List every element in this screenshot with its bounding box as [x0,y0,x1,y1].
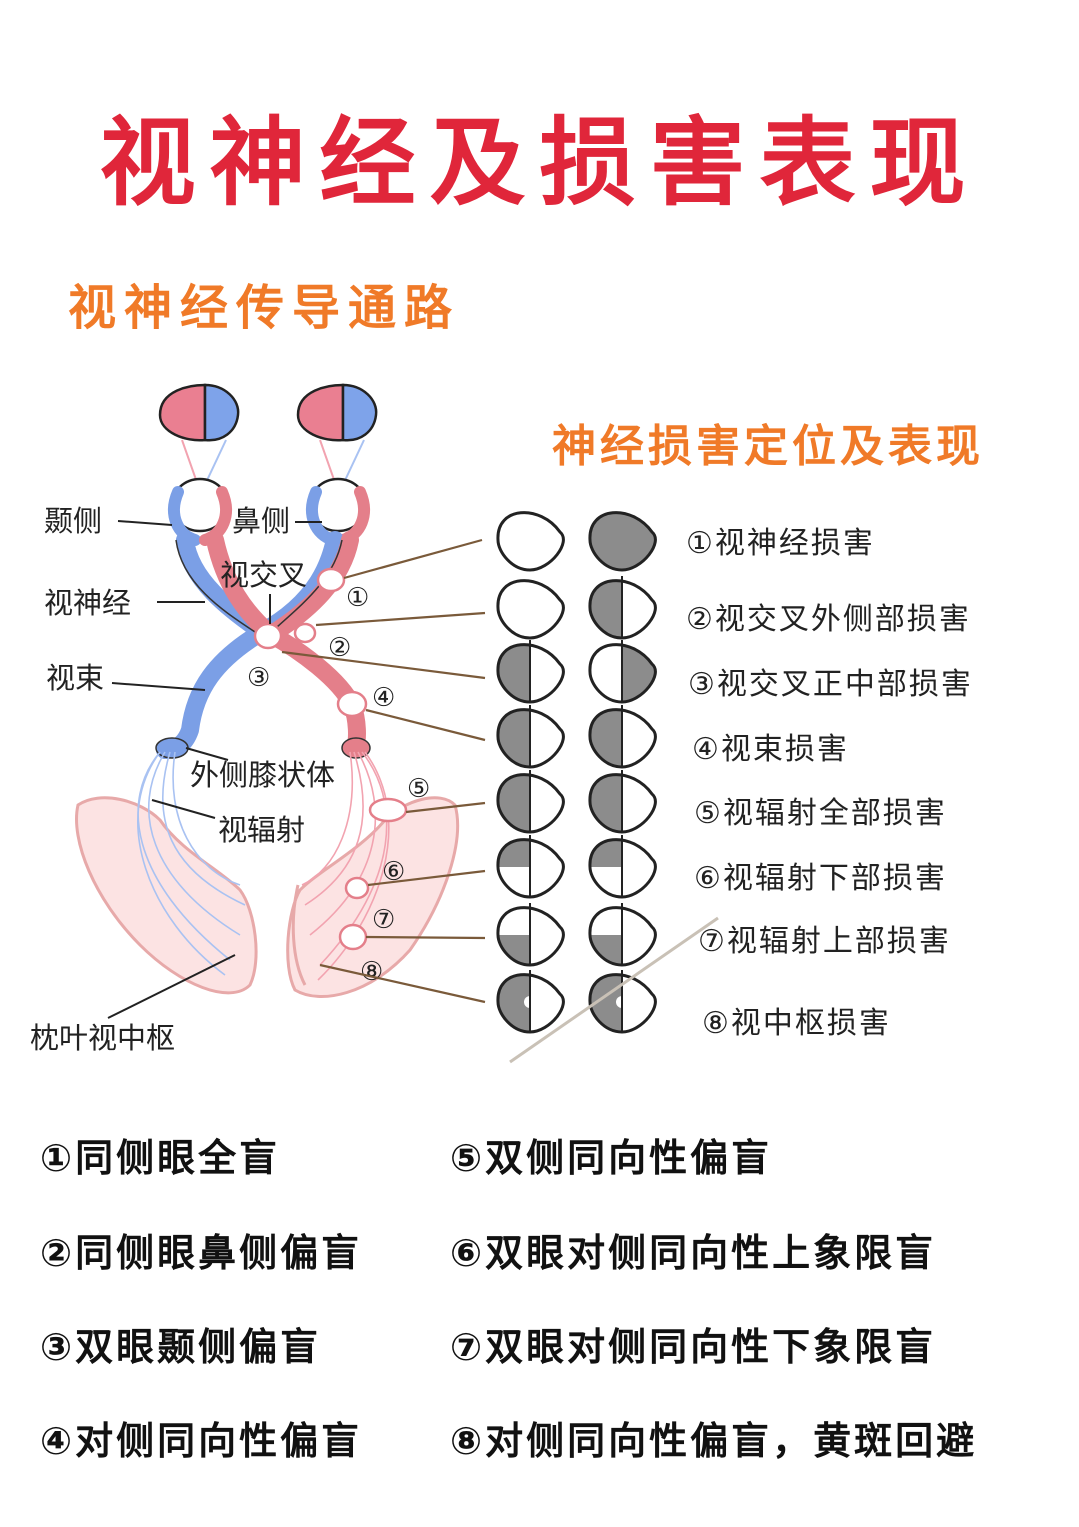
result-3: ③双眼颞侧偏盲 [40,1325,322,1369]
site-7 [338,923,368,951]
page-title: 视神经及损害表现 [99,106,980,219]
lesion-label-1: ①视神经损害 [686,526,875,561]
calcarine-fissure [291,884,307,986]
label-radiation: 视辐射 [218,813,305,847]
right-eye [296,383,378,442]
label-nasal: 鼻侧 [232,504,290,538]
lesion-label-7: ⑦视辐射上部损害 [698,924,951,959]
pathway-subtitle: 视神经传导通路 [68,280,461,336]
leader-cortex [107,954,236,1019]
label-lgb: 外侧膝状体 [190,758,335,792]
left-lgb [155,737,189,759]
site-number-7: ⑦ [372,905,395,935]
result-4: ④对侧同向性偏盲 [40,1419,363,1463]
label-chiasm: 视交叉 [220,558,307,592]
label-optic-tract: 视束 [46,661,104,695]
result-6: ⑥双眼对侧同向性上象限盲 [450,1231,937,1275]
result-1: ①同侧眼全盲 [40,1136,281,1180]
result-7: ⑦双眼对侧同向性下象限盲 [450,1325,937,1369]
site-number-1: ① [346,583,369,613]
right-lgb [341,737,371,759]
lesion-subtitle: 神经损害定位及表现 [552,421,984,472]
site-6 [344,876,370,900]
result-8: ⑧对侧同向性偏盲，黄斑回避 [450,1419,978,1463]
site-leaders [281,538,486,1004]
label-temporal: 颞侧 [44,504,102,538]
site-number-8: ⑧ [360,957,383,987]
site-number-4: ④ [372,683,395,713]
site-3 [253,622,283,650]
site-number-2: ② [328,633,351,663]
label-cortex: 枕叶视中枢 [30,1021,175,1055]
visual-fields [496,511,657,1034]
lesion-label-3: ③视交叉正中部损害 [688,667,973,702]
label-optic-nerve: 视神经 [44,586,131,620]
site-number-6: ⑥ [382,857,405,887]
pathway-outline [175,539,343,633]
lesion-label-6: ⑥视辐射下部损害 [694,861,947,896]
lesion-label-4: ④视束损害 [692,732,849,767]
result-5: ⑤双侧同向性偏盲 [450,1136,773,1180]
site-number-3: ③ [247,663,270,693]
leader-optic-tract [111,682,206,691]
pink-pathway [206,531,366,757]
site-1 [316,567,346,593]
lesion-label-8: ⑧视中枢损害 [702,1006,891,1041]
optic-pathway-diagram: ① ② ③ ④ ⑤ ⑥ ⑦ ⑧ 颞侧 鼻侧 视交叉 视神经 视束 外侧膝状体 视… [30,383,719,1064]
left-eye [158,383,240,442]
leader-temporal [117,520,173,526]
leader-radiation [151,799,216,819]
site-number-5: ⑤ [407,774,430,804]
site-5 [368,797,408,823]
result-2: ②同侧眼鼻侧偏盲 [40,1231,363,1275]
visual-field-6-left [497,839,530,867]
left-radiation [137,751,246,976]
lesion-label-5: ⑤视辐射全部损害 [694,796,947,831]
lesion-label-2: ②视交叉外侧部损害 [686,602,971,637]
lesion-sites [253,567,408,951]
site-4 [336,690,368,718]
visual-field-6-right [589,839,622,867]
leader-lgb [185,747,229,761]
pencil-stroke [509,916,719,1064]
right-radiation [301,751,390,981]
site-2 [293,622,317,644]
